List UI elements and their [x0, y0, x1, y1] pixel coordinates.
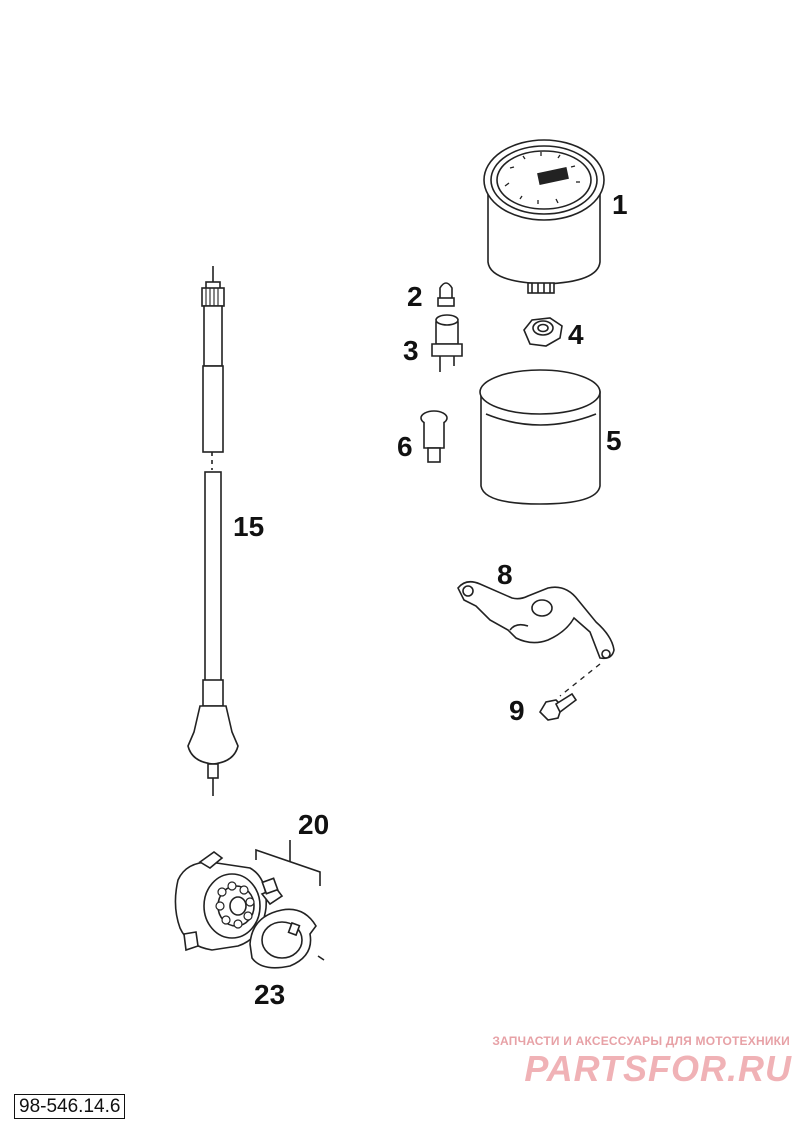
callout-1: 1	[612, 189, 628, 220]
reference-code-label: 98-546.14.6	[14, 1094, 126, 1119]
group-bracket-20	[255, 848, 321, 886]
callout-4: 4	[568, 319, 584, 350]
part-bracket	[457, 580, 615, 660]
part-speedometer	[483, 139, 605, 294]
part-lock-washer	[249, 908, 325, 969]
fitting-line-bolt	[559, 663, 601, 697]
callout-23: 23	[254, 979, 285, 1010]
part-bulb-socket	[431, 314, 463, 372]
part-nut	[523, 317, 563, 347]
part-indicator-lamp	[420, 410, 448, 463]
part-bulb	[437, 282, 455, 307]
part-rubber-sleeve	[479, 369, 601, 505]
callout-8: 8	[497, 559, 513, 590]
callout-2: 2	[407, 281, 423, 312]
watermark-logo: PARTSFOR.RU	[524, 1048, 792, 1089]
watermark-tagline: ЗАПЧАСТИ И АКСЕССУАРЫ ДЛЯ МОТОТЕХНИКИ	[492, 1034, 790, 1048]
callout-9: 9	[509, 695, 525, 726]
callout-20: 20	[298, 809, 329, 840]
callout-5: 5	[606, 425, 622, 456]
callout-6: 6	[397, 431, 413, 462]
callout-15: 15	[233, 511, 264, 542]
part-bolt	[538, 692, 578, 721]
callout-3: 3	[403, 335, 419, 366]
part-speedometer-cable	[187, 266, 239, 796]
part-speedometer-drive	[174, 851, 284, 952]
